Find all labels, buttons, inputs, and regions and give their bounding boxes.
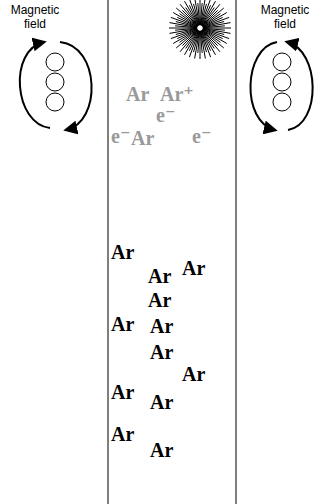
burst-ray <box>175 28 197 30</box>
ion-label: Ar <box>131 128 154 148</box>
field-label: Magnetic field <box>254 4 316 32</box>
atom-label: Ar <box>111 314 134 334</box>
burst-ray <box>195 0 200 25</box>
burst-ray <box>198 3 200 25</box>
ion-label: Ar⁺ <box>160 84 194 104</box>
atom-label: Ar <box>148 290 171 310</box>
tube-wall <box>108 0 109 504</box>
atom-label: Ar <box>150 316 173 336</box>
tube-wall <box>236 0 237 504</box>
atom-label: Ar <box>111 382 134 402</box>
field-label: Magnetic field <box>4 4 66 32</box>
electron-label: e⁻ <box>192 126 211 146</box>
atom-label: Ar <box>111 242 134 262</box>
burst-ray <box>203 23 231 28</box>
burst-ray <box>203 26 225 28</box>
burst-ray <box>201 31 206 59</box>
atom-label: Ar <box>150 342 173 362</box>
atom-label: Ar <box>150 440 173 460</box>
coil-symbol <box>250 42 312 130</box>
burst-ray <box>169 29 197 34</box>
atom-label: Ar <box>182 364 205 384</box>
atom-label: Ar <box>148 266 171 286</box>
atom-label: Ar <box>150 392 173 412</box>
coil-symbol <box>20 42 92 130</box>
atom-label: Ar <box>182 258 205 278</box>
burst-ray <box>200 31 202 53</box>
electron-label: e⁻ <box>111 126 130 146</box>
plasma-starburst <box>169 0 231 59</box>
electron-label: e⁻ <box>156 105 175 125</box>
ion-label: Ar <box>126 84 149 104</box>
atom-label: Ar <box>111 424 134 444</box>
